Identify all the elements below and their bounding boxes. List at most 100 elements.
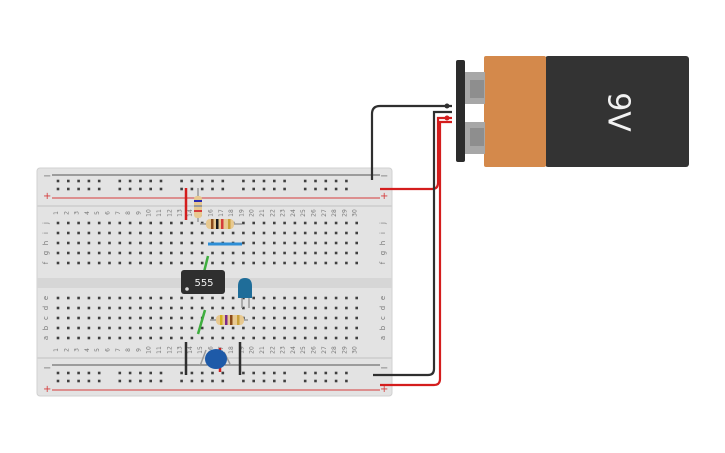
breadboard-hole[interactable] [314, 316, 317, 320]
breadboard-hole[interactable] [231, 231, 235, 235]
breadboard-hole[interactable] [149, 231, 152, 235]
breadboard-hole[interactable] [180, 306, 183, 310]
breadboard-hole[interactable] [324, 179, 328, 183]
breadboard-hole[interactable] [324, 316, 328, 320]
wire-red-bottom[interactable] [380, 120, 452, 387]
breadboard-hole[interactable] [97, 241, 101, 245]
breadboard-hole[interactable] [200, 326, 204, 330]
breadboard-hole[interactable] [118, 336, 122, 340]
breadboard-hole[interactable] [159, 187, 163, 191]
breadboard-hole[interactable] [262, 379, 266, 383]
breadboard-hole[interactable] [211, 379, 214, 383]
breadboard-hole[interactable] [324, 326, 328, 330]
breadboard-hole[interactable] [262, 179, 266, 183]
breadboard-hole[interactable] [159, 241, 163, 245]
breadboard-hole[interactable] [242, 221, 245, 225]
breadboard-hole[interactable] [211, 251, 214, 255]
breadboard-hole[interactable] [87, 306, 91, 310]
circuit-components[interactable]: 555 [181, 188, 252, 375]
breadboard-hole[interactable] [149, 371, 152, 375]
breadboard-hole[interactable] [190, 336, 194, 340]
wire-red-top[interactable] [380, 116, 452, 191]
breadboard-hole[interactable] [170, 261, 173, 265]
breadboard-hole[interactable] [211, 371, 214, 375]
breadboard-hole[interactable] [159, 326, 163, 330]
breadboard-hole[interactable] [180, 371, 183, 375]
breadboard-hole[interactable] [262, 296, 266, 300]
breadboard-hole[interactable] [118, 296, 122, 300]
breadboard-hole[interactable] [190, 306, 194, 310]
breadboard-hole[interactable] [139, 379, 142, 383]
breadboard-hole[interactable] [87, 371, 91, 375]
breadboard-hole[interactable] [242, 371, 245, 375]
breadboard-hole[interactable] [252, 261, 255, 265]
breadboard-hole[interactable] [139, 261, 142, 265]
breadboard-hole[interactable] [324, 371, 328, 375]
breadboard-hole[interactable] [128, 221, 132, 225]
breadboard-hole[interactable] [273, 241, 276, 245]
breadboard-hole[interactable] [355, 316, 358, 320]
breadboard-hole[interactable] [159, 179, 163, 183]
breadboard-hole[interactable] [56, 241, 60, 245]
breadboard-hole[interactable] [262, 371, 266, 375]
breadboard-hole[interactable] [97, 179, 101, 183]
breadboard-hole[interactable] [97, 251, 101, 255]
breadboard-hole[interactable] [252, 379, 255, 383]
breadboard-hole[interactable] [118, 231, 122, 235]
breadboard-hole[interactable] [180, 251, 183, 255]
breadboard-hole[interactable] [200, 336, 204, 340]
breadboard-hole[interactable] [211, 336, 214, 340]
breadboard-hole[interactable] [283, 261, 286, 265]
breadboard-hole[interactable] [334, 241, 338, 245]
breadboard-hole[interactable] [159, 251, 163, 255]
breadboard-hole[interactable] [355, 261, 358, 265]
breadboard-hole[interactable] [252, 306, 255, 310]
breadboard-hole[interactable] [221, 231, 225, 235]
breadboard-hole[interactable] [303, 306, 307, 310]
breadboard-hole[interactable] [252, 187, 255, 191]
breadboard-hole[interactable] [67, 261, 70, 265]
breadboard-hole[interactable] [334, 251, 338, 255]
breadboard-hole[interactable] [180, 296, 183, 300]
breadboard-hole[interactable] [180, 187, 183, 191]
breadboard-hole[interactable] [252, 336, 255, 340]
breadboard-hole[interactable] [56, 326, 60, 330]
breadboard-hole[interactable] [252, 179, 255, 183]
breadboard-hole[interactable] [221, 371, 225, 375]
breadboard-hole[interactable] [293, 251, 297, 255]
breadboard-hole[interactable] [128, 326, 132, 330]
breadboard-hole[interactable] [242, 187, 245, 191]
breadboard-hole[interactable] [283, 231, 286, 235]
breadboard-hole[interactable] [283, 326, 286, 330]
breadboard-hole[interactable] [97, 306, 101, 310]
breadboard-hole[interactable] [190, 326, 194, 330]
breadboard-hole[interactable] [324, 231, 328, 235]
breadboard-hole[interactable] [283, 296, 286, 300]
breadboard-hole[interactable] [345, 179, 348, 183]
breadboard-hole[interactable] [273, 371, 276, 375]
breadboard-hole[interactable] [200, 221, 204, 225]
breadboard-hole[interactable] [128, 336, 132, 340]
breadboard-hole[interactable] [200, 241, 204, 245]
breadboard-hole[interactable] [303, 179, 307, 183]
breadboard-hole[interactable] [221, 296, 225, 300]
breadboard-hole[interactable] [170, 326, 173, 330]
breadboard-hole[interactable] [345, 231, 348, 235]
breadboard-hole[interactable] [252, 371, 255, 375]
breadboard-hole[interactable] [303, 379, 307, 383]
breadboard-hole[interactable] [303, 316, 307, 320]
breadboard-hole[interactable] [180, 316, 183, 320]
breadboard-hole[interactable] [283, 221, 286, 225]
capacitor[interactable] [199, 349, 231, 369]
breadboard-hole[interactable] [118, 221, 122, 225]
breadboard-hole[interactable] [159, 296, 163, 300]
breadboard-hole[interactable] [355, 326, 358, 330]
breadboard-hole[interactable] [303, 336, 307, 340]
breadboard-hole[interactable] [252, 251, 255, 255]
breadboard-hole[interactable] [314, 296, 317, 300]
breadboard-hole[interactable] [97, 326, 101, 330]
breadboard-hole[interactable] [77, 316, 80, 320]
breadboard-hole[interactable] [242, 251, 245, 255]
breadboard-hole[interactable] [139, 371, 142, 375]
breadboard-hole[interactable] [200, 306, 204, 310]
